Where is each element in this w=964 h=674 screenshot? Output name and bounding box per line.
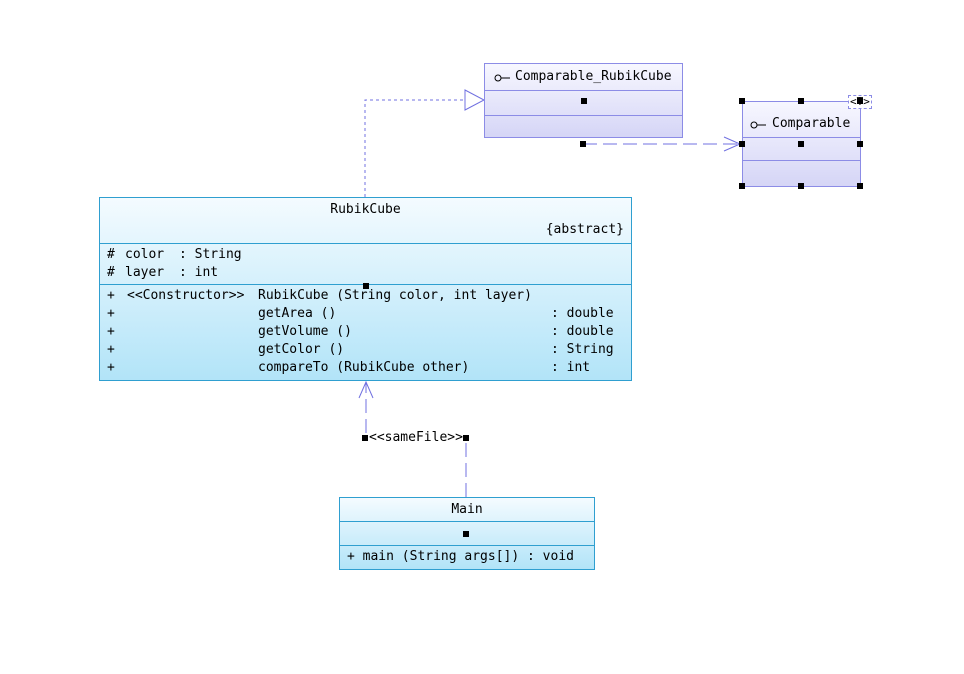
comparable-title: Comparable — [772, 116, 851, 131]
rubikcube-attr-compartment: # color : String # layer : int — [100, 244, 631, 285]
operation-row[interactable]: + getArea () : double — [100, 305, 631, 323]
selection-handle[interactable] — [739, 98, 745, 104]
operation-row[interactable]: + <<Constructor>> RubikCube (String colo… — [100, 287, 631, 305]
visibility-marker: + — [107, 288, 115, 303]
comparable-name-compartment: Comparable — [743, 102, 860, 138]
operation-signature: getArea () — [258, 306, 337, 321]
selection-handle[interactable] — [798, 141, 804, 147]
operation-return-type: : double — [551, 306, 614, 321]
operation-row[interactable]: + getColor () : String — [100, 341, 631, 359]
samefile-stereotype-label[interactable]: <<sameFile>> — [369, 430, 463, 445]
main-title: Main — [451, 502, 483, 517]
operation-row[interactable]: + getVolume () : double — [100, 323, 631, 341]
samefile-dependency-arrowhead — [358, 380, 374, 399]
operation-row[interactable]: + compareTo (RubikCube other) : int — [100, 359, 631, 377]
realization-connector[interactable] — [364, 99, 465, 197]
selection-handle[interactable] — [857, 141, 863, 147]
rubikcube-operation-compartment: + <<Constructor>> RubikCube (String colo… — [100, 285, 631, 380]
rubikcube-class[interactable]: RubikCube {abstract} # color : String # … — [99, 197, 632, 381]
operation-stereotype: <<Constructor>> — [127, 288, 245, 303]
visibility-marker: + — [107, 360, 115, 375]
visibility-marker: # — [107, 247, 115, 262]
main-operation-compartment: + main (String args[]) : void — [340, 546, 594, 569]
attribute-row[interactable]: # layer : int — [100, 264, 631, 282]
selection-handle[interactable] — [798, 183, 804, 189]
selection-handle[interactable] — [857, 98, 863, 104]
selection-handle[interactable] — [463, 531, 469, 537]
interface-lollipop-icon — [750, 121, 766, 129]
operation-signature: compareTo (RubikCube other) — [258, 360, 470, 375]
selection-handle[interactable] — [463, 435, 469, 441]
comparable-rubikcube-interface[interactable]: Comparable_RubikCube — [484, 63, 683, 138]
visibility-marker: + — [107, 324, 115, 339]
rubikcube-abstract-modifier: {abstract} — [545, 222, 624, 237]
selection-handle[interactable] — [581, 98, 587, 104]
attribute-name: layer — [125, 265, 165, 280]
selection-handle[interactable] — [362, 435, 368, 441]
operation-return-type: : String — [551, 342, 614, 357]
realization-arrowhead — [464, 89, 486, 111]
rubikcube-title: RubikCube — [330, 202, 401, 217]
main-class[interactable]: Main + main (String args[]) : void — [339, 497, 595, 570]
main-name-compartment: Main — [340, 498, 594, 522]
comparable-rubikcube-attr-compartment — [485, 91, 682, 116]
attribute-row[interactable]: # color : String — [100, 246, 631, 264]
attribute-type: : int — [179, 265, 219, 280]
attribute-name: color — [125, 247, 165, 262]
selection-handle[interactable] — [363, 283, 369, 289]
selection-handle[interactable] — [798, 98, 804, 104]
rubikcube-name-compartment: RubikCube {abstract} — [100, 198, 631, 244]
visibility-marker: + — [107, 342, 115, 357]
operation-signature: getColor () — [258, 342, 345, 357]
operation-return-type: : double — [551, 324, 614, 339]
operation-signature: RubikCube (String color, int layer) — [258, 288, 532, 303]
main-attr-compartment — [340, 522, 594, 546]
comparable-attr-compartment — [743, 138, 860, 161]
selection-handle[interactable] — [857, 183, 863, 189]
attribute-type: : String — [179, 247, 242, 262]
visibility-marker: + — [107, 306, 115, 321]
operation-row[interactable]: + main (String args[]) : void — [347, 549, 574, 564]
interface-lollipop-icon — [494, 74, 510, 82]
selection-handle[interactable] — [580, 141, 586, 147]
operation-return-type: : int — [551, 360, 591, 375]
comparable-rubikcube-title: Comparable_RubikCube — [515, 69, 672, 84]
selection-handle[interactable] — [739, 183, 745, 189]
operation-signature: getVolume () — [258, 324, 352, 339]
selection-handle[interactable] — [739, 141, 745, 147]
comparable-rubikcube-name-compartment: Comparable_RubikCube — [485, 64, 682, 91]
visibility-marker: # — [107, 265, 115, 280]
